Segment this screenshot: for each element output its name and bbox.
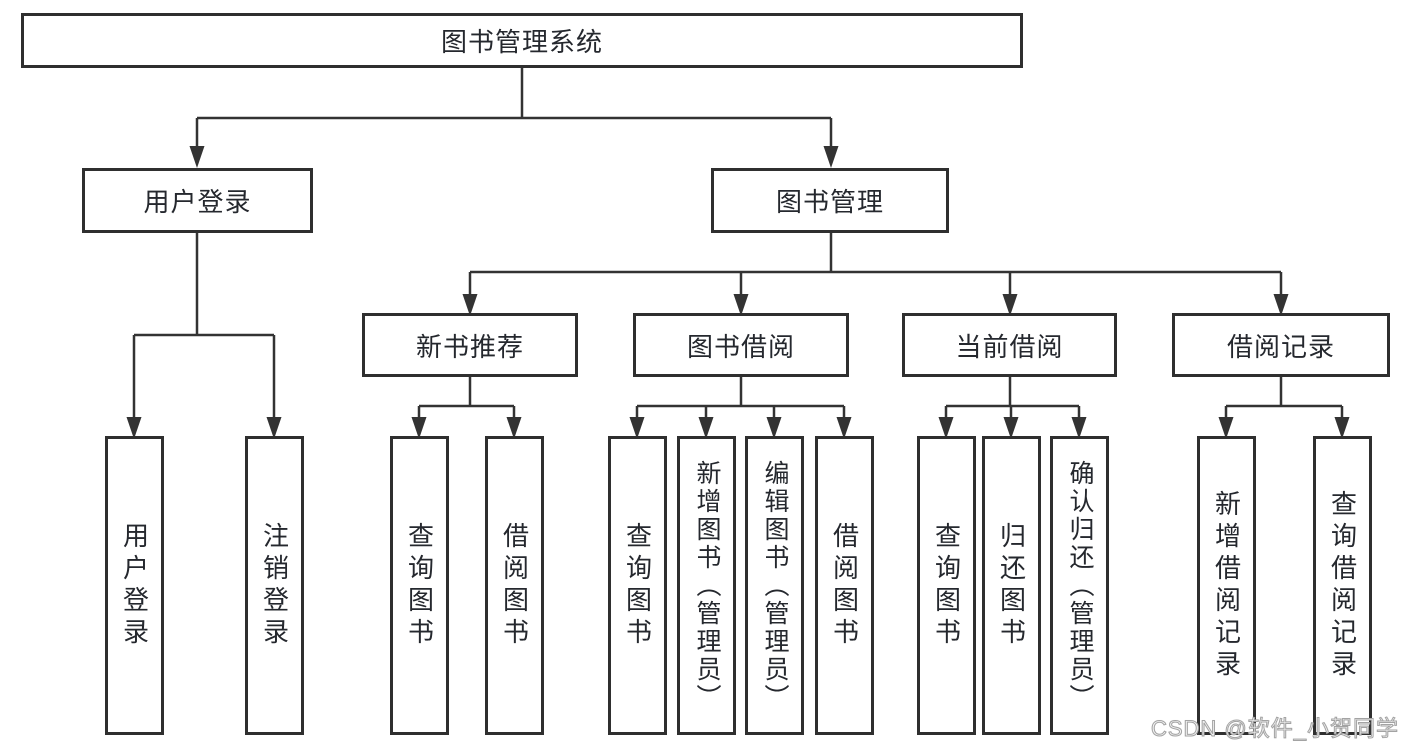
leaf-borrow-books: 借阅图书	[815, 436, 874, 735]
leaf-borrow-books-recommend: 借阅图书	[485, 436, 544, 735]
leaf-return-book: 归还图书	[982, 436, 1041, 735]
connector-userlogin-to-leaves	[132, 233, 276, 418]
node-label: 查询图书	[931, 521, 962, 650]
arrow-down-icon	[1002, 294, 1018, 316]
arrow-down-icon	[189, 146, 205, 168]
node-label: 图书管理	[775, 187, 884, 217]
connector-records-to-leaves	[1224, 377, 1344, 418]
leaf-add-borrow-record: 新增借阅记录	[1197, 436, 1256, 735]
arrow-down-icon	[1003, 417, 1019, 439]
leaf-add-book-admin: 新增图书（管理员）	[677, 436, 736, 735]
node-current-borrowing: 当前借阅	[902, 313, 1117, 377]
connector-root-to-level2	[195, 68, 833, 146]
node-label: 用户登录	[143, 187, 252, 217]
arrow-down-icon	[266, 417, 282, 439]
node-label: 查询图书	[404, 521, 435, 650]
leaf-confirm-return-admin: 确认归还（管理员）	[1050, 436, 1109, 735]
arrow-down-icon	[629, 417, 645, 439]
arrow-down-icon	[766, 417, 782, 439]
arrow-down-icon	[411, 417, 427, 439]
node-label: 用户登录	[119, 521, 150, 650]
arrow-down-icon	[506, 417, 522, 439]
arrow-down-icon	[733, 294, 749, 316]
node-label: 查询借阅记录	[1327, 489, 1358, 682]
arrow-down-icon	[1071, 417, 1087, 439]
node-label: 借阅图书	[829, 521, 860, 650]
node-library-management-system: 图书管理系统	[21, 13, 1023, 68]
arrow-down-icon	[1273, 294, 1289, 316]
csdn-watermark: CSDN @软件_小贺同学	[1150, 716, 1399, 742]
node-label: 图书管理系统	[440, 27, 603, 57]
node-label: 确认归还（管理员）	[1066, 459, 1094, 712]
node-new-book-recommendation: 新书推荐	[362, 313, 578, 377]
node-label: 查询图书	[622, 521, 653, 650]
connector-current-to-leaves	[944, 377, 1081, 418]
node-label: 新增借阅记录	[1211, 489, 1242, 682]
leaf-logout: 注销登录	[245, 436, 304, 735]
connector-newbook-to-leaves	[417, 377, 516, 418]
leaf-query-borrow-record: 查询借阅记录	[1313, 436, 1372, 735]
leaf-query-books-current: 查询图书	[917, 436, 976, 735]
node-label: 归还图书	[996, 521, 1027, 650]
node-label: 注销登录	[259, 521, 290, 650]
leaf-query-books-recommend: 查询图书	[390, 436, 449, 735]
node-label: 新书推荐	[415, 331, 524, 362]
arrow-down-icon	[462, 294, 478, 316]
leaf-query-books-borrow: 查询图书	[608, 436, 667, 735]
connector-bookmgmt-to-level3	[468, 233, 1283, 295]
arrow-down-icon	[1218, 417, 1234, 439]
arrow-down-icon	[836, 417, 852, 439]
node-label: 新增图书（管理员）	[693, 459, 721, 712]
node-label: 编辑图书（管理员）	[761, 459, 789, 712]
node-book-borrowing: 图书借阅	[633, 313, 849, 377]
arrow-down-icon	[938, 417, 954, 439]
node-label: 借阅记录	[1226, 331, 1335, 362]
leaf-user-login: 用户登录	[105, 436, 164, 735]
node-borrowing-records: 借阅记录	[1172, 313, 1390, 377]
leaf-edit-book-admin: 编辑图书（管理员）	[745, 436, 804, 735]
arrow-down-icon	[126, 417, 142, 439]
node-label: 借阅图书	[499, 521, 530, 650]
arrow-down-icon	[823, 146, 839, 168]
arrow-down-icon	[698, 417, 714, 439]
node-label: 图书借阅	[686, 331, 795, 362]
node-book-management: 图书管理	[711, 168, 949, 233]
node-label: 当前借阅	[955, 331, 1064, 362]
connector-borrow-to-leaves	[635, 377, 846, 418]
arrow-down-icon	[1334, 417, 1350, 439]
node-user-login: 用户登录	[82, 168, 313, 233]
